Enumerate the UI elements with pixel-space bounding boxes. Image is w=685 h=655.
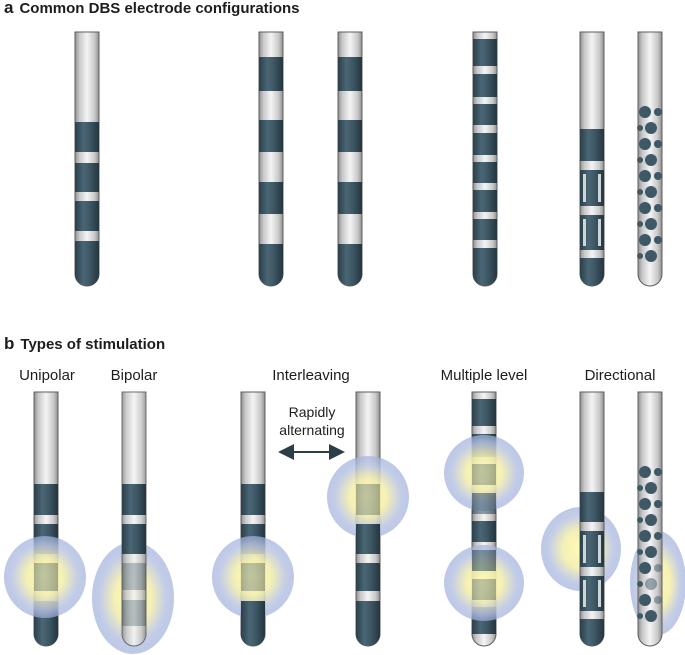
panel-b-heading: b Types of stimulation <box>4 334 165 354</box>
arrow-note: Rapidly alternating <box>279 403 344 439</box>
panel-b-title: Types of stimulation <box>20 336 166 353</box>
label-interleaving: Interleaving <box>272 367 350 384</box>
electrode-multiple-level <box>444 391 524 647</box>
electrode-a4 <box>472 31 498 287</box>
arrow-note-line1: Rapidly <box>288 404 336 420</box>
label-bipolar: Bipolar <box>110 367 158 384</box>
panel-a-heading: a Common DBS electrode configurations <box>4 0 300 18</box>
panel-a-letter: a <box>4 0 14 17</box>
electrode-interleaving-1 <box>212 391 294 647</box>
panel-a-title: Common DBS electrode configurations <box>19 0 300 17</box>
label-multiple-level: Multiple level <box>440 367 528 384</box>
electrode-interleaving-2 <box>327 391 409 647</box>
electrode-a2 <box>258 31 284 287</box>
electrode-a3 <box>337 31 363 287</box>
label-directional: Directional <box>584 367 656 384</box>
electrode-directional-dotted <box>630 391 685 647</box>
electrode-a6 <box>637 31 663 287</box>
electrode-a1 <box>74 31 100 287</box>
panel-b-letter: b <box>4 334 15 353</box>
electrode-unipolar <box>4 391 86 647</box>
label-unipolar: Unipolar <box>19 367 75 384</box>
electrode-bipolar <box>92 391 174 654</box>
electrode-a5 <box>579 31 605 287</box>
arrow-note-line2: alternating <box>279 422 345 438</box>
electrode-directional-segmented <box>541 391 621 647</box>
